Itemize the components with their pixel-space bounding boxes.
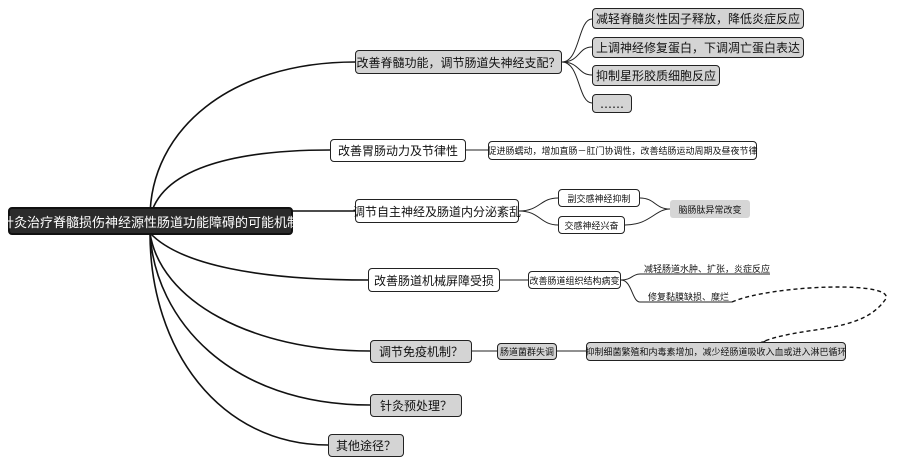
leaf-sympathetic-excitation: 交感神经兴奋 — [558, 216, 625, 234]
leaf-neural-repair-protein: 上调神经修复蛋白，下调凋亡蛋白表达 — [592, 37, 804, 58]
mid-flora-imbalance: 肠道菌群失调 — [497, 343, 557, 360]
leaf-reduce-edema: 减轻肠道水肿、扩张，炎症反应 — [644, 265, 771, 275]
root-node: 针灸治疗脊髓损伤神经源性肠道功能障碍的可能机制 — [1, 207, 300, 235]
leaf-reduce-inflammation: 减轻脊髓炎性因子释放，降低炎症反应 — [592, 8, 804, 29]
leaf-repair-mucosa: 修复黏膜缺损、糜烂 — [648, 293, 730, 303]
branch-immune: 调节免疫机制？ — [370, 340, 472, 363]
leaf-inhibit-bacteria: 抑制细菌繁殖和内毒素增加，减少经肠道吸收入血或进入淋巴循环 — [586, 342, 847, 361]
leaf-ellipsis: …… — [592, 94, 632, 113]
leaf-parasympathetic-inhibition: 副交感神经抑制 — [558, 189, 640, 207]
branch-spinal-function: 改善脊髓功能，调节肠道失神经支配？ — [355, 50, 562, 74]
branch-other-pathways: 其他途径？ — [328, 434, 404, 457]
mid-tissue-structure: 改善肠道组织结构病变 — [528, 271, 621, 289]
leaf-astrocyte-inhibition: 抑制星形胶质细胞反应 — [592, 65, 720, 86]
branch-mechanical-barrier: 改善肠道机械屏障受损 — [368, 268, 500, 292]
branch-autonomic-endocrine: 调节自主神经及肠道内分泌紊乱 — [353, 199, 521, 223]
branch-gi-motility: 改善胃肠动力及节律性 — [330, 139, 466, 162]
leaf-brain-gut-peptide: 脑肠肽异常改变 — [670, 200, 750, 218]
leaf-promote-peristalsis: 促进肠蠕动，增加直肠－肛门协调性，改善结肠运动周期及昼夜节律 — [488, 141, 758, 160]
branch-preconditioning: 针灸预处理？ — [370, 394, 462, 417]
